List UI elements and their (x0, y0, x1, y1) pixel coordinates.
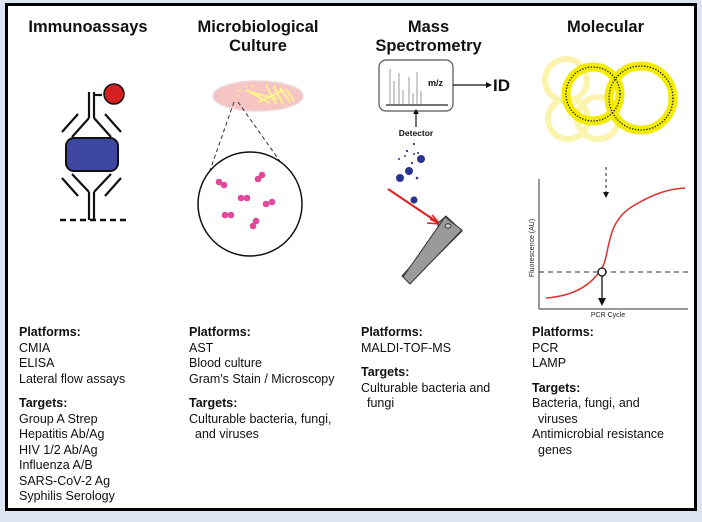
target-item: Syphilis Serology (19, 489, 115, 503)
info-immunoassays: Platforms: CMIA ELISA Lateral flow assay… (19, 325, 125, 505)
platforms-heading: Platforms: (19, 325, 81, 339)
platform-item: Lateral flow assays (19, 371, 126, 386)
id-label: ID (493, 76, 510, 95)
culture-diagram (197, 80, 304, 257)
antigen-block (65, 137, 119, 172)
mass-spec-diagram: m/z ID Detector (378, 59, 510, 285)
x-axis-label: PCR Cycle (591, 312, 625, 319)
platform-item: Gram's Stain / Microscopy (189, 371, 335, 386)
immunoassay-sandwich-diagram (60, 83, 128, 222)
targets-heading: Targets: (19, 396, 68, 410)
platforms-heading: Platforms: (189, 325, 251, 339)
title-line-1: Mass (407, 18, 450, 36)
sample-spot (444, 223, 452, 229)
platform-item: PCR (532, 340, 559, 355)
info-molecular: Platforms: PCR LAMP Targets: Bacteria, f… (532, 325, 664, 458)
target-item: Culturable bacteria and (361, 380, 491, 395)
platform-item: AST (189, 340, 214, 355)
target-item: Bacteria, fungi, and (532, 396, 640, 410)
title-immunoassays: Immunoassays (28, 18, 148, 36)
laser-beam (387, 188, 441, 225)
target-item: viruses (538, 411, 578, 426)
maldi-plate-body (402, 216, 463, 285)
dna-rings-stripes (565, 65, 674, 131)
platform-item: Blood culture (189, 356, 262, 370)
target-item: SARS-CoV-2 Ag (19, 473, 111, 488)
title-line-2: Culture (229, 37, 287, 55)
targets-heading: Targets: (361, 365, 410, 379)
target-item: HIV 1/2 Ab/Ag (19, 442, 98, 457)
mz-label: m/z (428, 78, 444, 88)
colony-streaks (245, 84, 295, 105)
info-mass-spectrometry: Platforms: MALDI-TOF-MS Targets: Cultura… (361, 325, 490, 412)
target-item: genes (538, 442, 573, 457)
target-item: Antimicrobial resistance (532, 427, 664, 441)
bottom-strip (0, 511, 702, 522)
detector-arrowhead (413, 109, 419, 114)
ct-arrowhead (598, 298, 606, 306)
ions (396, 142, 425, 204)
target-item: Influenza A/B (19, 458, 93, 472)
label-marker (103, 83, 125, 105)
process-arrowhead (603, 192, 609, 198)
figure-frame: Immunoassays Microbiological Culture Mas… (5, 3, 697, 511)
ct-point (597, 267, 607, 277)
y-axis-label: Fluorescence (AU) (529, 219, 536, 277)
target-item: Culturable bacteria, fungi, (189, 411, 332, 426)
target-item: Group A Strep (19, 411, 98, 426)
molecular-diagram: Fluorescence (AU) PCR Cycle (529, 56, 688, 319)
platforms-heading: Platforms: (361, 325, 423, 339)
target-item: Hepatitis Ab/Ag (19, 427, 105, 441)
platform-item: MALDI-TOF-MS (361, 340, 452, 355)
target-item: and viruses (195, 427, 259, 441)
title-microbiological-culture: Microbiological Culture (173, 18, 343, 56)
title-line-2: Spectrometry (375, 37, 482, 55)
colony-dots (237, 85, 254, 97)
info-microbiological-culture: Platforms: AST Blood culture Gram's Stai… (189, 325, 334, 443)
spectrum-peaks (389, 69, 422, 104)
target-item: fungi (367, 396, 395, 410)
detector-label: Detector (399, 128, 434, 138)
title-molecular: Molecular (566, 18, 645, 36)
platform-item: ELISA (19, 356, 55, 370)
targets-heading: Targets: (189, 396, 238, 410)
output-arrowhead (486, 82, 492, 88)
targets-heading: Targets: (532, 380, 581, 395)
detection-antibody (61, 92, 122, 138)
platforms-heading: Platforms: (532, 325, 594, 339)
microscopy-field (197, 151, 303, 257)
amplification-curve (545, 187, 686, 299)
platform-item: CMIA (19, 340, 51, 355)
capture-antibody (61, 173, 122, 220)
title-line-1: Microbiological (197, 18, 319, 36)
platform-item: LAMP (532, 356, 567, 370)
title-mass-spectrometry: Mass Spectrometry (356, 18, 501, 56)
diplococci (215, 171, 276, 230)
